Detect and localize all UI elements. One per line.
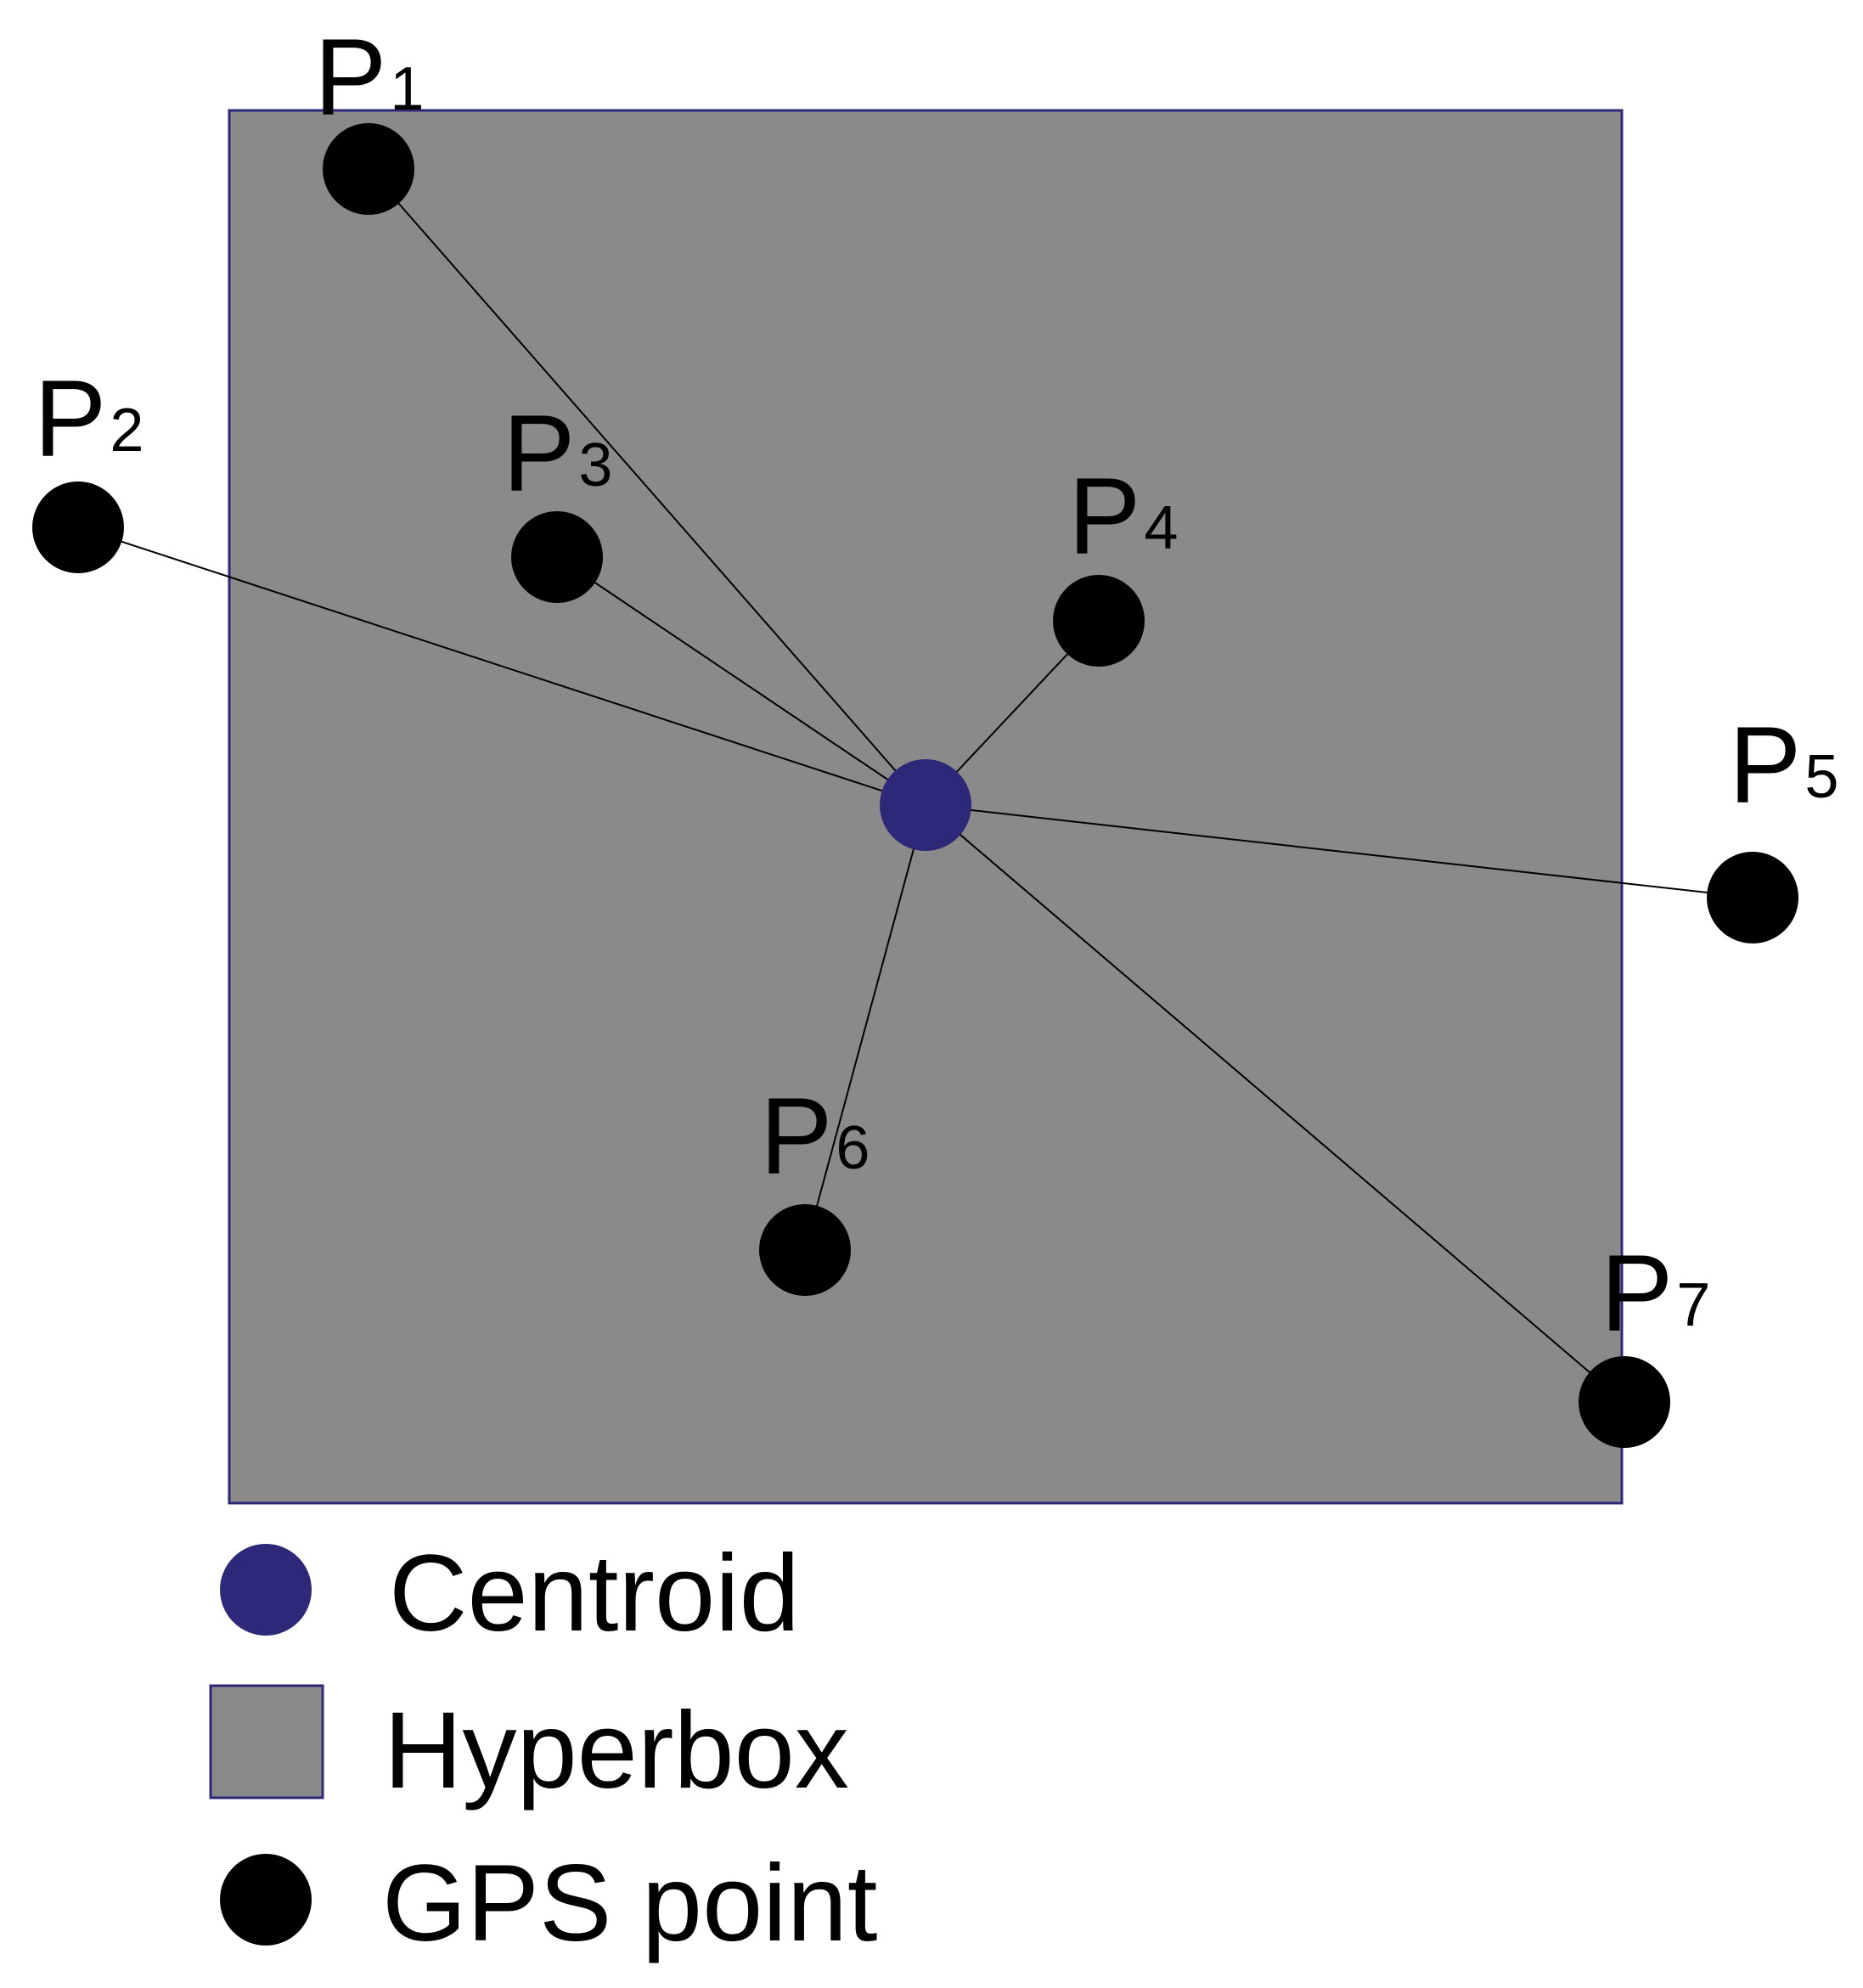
gps-point-p6 [759,1204,851,1296]
point-label-p5: P5 [1729,705,1838,826]
point-label-subscript: 3 [578,431,612,499]
legend: Centroid Hyperbox GPS point [209,1533,877,1964]
centroid-point [880,759,971,851]
point-label-letter: P [503,393,575,515]
point-label-subscript: 2 [110,397,144,465]
legend-hyperbox-label: Hyperbox [384,1690,849,1811]
point-label-letter: P [34,358,106,480]
point-label-p3: P3 [503,393,612,515]
point-label-letter: P [760,1076,832,1197]
connector-line-p6 [804,804,926,1251]
gps-point-p1 [323,123,414,215]
point-label-p6: P6 [760,1076,870,1197]
point-label-p2: P2 [34,358,144,480]
connector-line-p5 [925,804,1753,898]
point-label-p7: P7 [1601,1233,1710,1354]
connector-line-p2 [77,527,926,806]
connector-line-p7 [925,804,1625,1403]
gps-points [32,123,1798,1448]
connector-line-p1 [368,168,926,806]
point-label-letter: P [1729,705,1801,826]
point-label-subscript: 6 [836,1114,870,1182]
gps-point-p2 [32,482,124,573]
gps-point-p5 [1707,852,1798,943]
point-label-subscript: 5 [1804,743,1838,811]
point-label-letter: P [1068,456,1140,577]
point-label-subscript: 4 [1144,494,1178,562]
gps-point-p7 [1579,1356,1670,1448]
point-label-p1: P1 [314,17,424,138]
legend-gps-point-label: GPS point [382,1843,877,1964]
point-label-subscript: 1 [390,55,424,123]
legend-centroid-label: Centroid [389,1533,800,1654]
legend-hyperbox-swatch [209,1684,324,1799]
point-label-letter: P [314,17,386,138]
connector-line-p3 [556,556,926,806]
legend-centroid-swatch [220,1544,312,1636]
gps-point-p4 [1053,575,1145,667]
gps-point-p3 [511,511,603,603]
point-label-letter: P [1601,1233,1673,1354]
connector-lines [77,168,1753,1403]
legend-gps-point-swatch [220,1854,312,1946]
point-label-p4: P4 [1068,456,1178,577]
point-label-subscript: 7 [1676,1271,1710,1339]
